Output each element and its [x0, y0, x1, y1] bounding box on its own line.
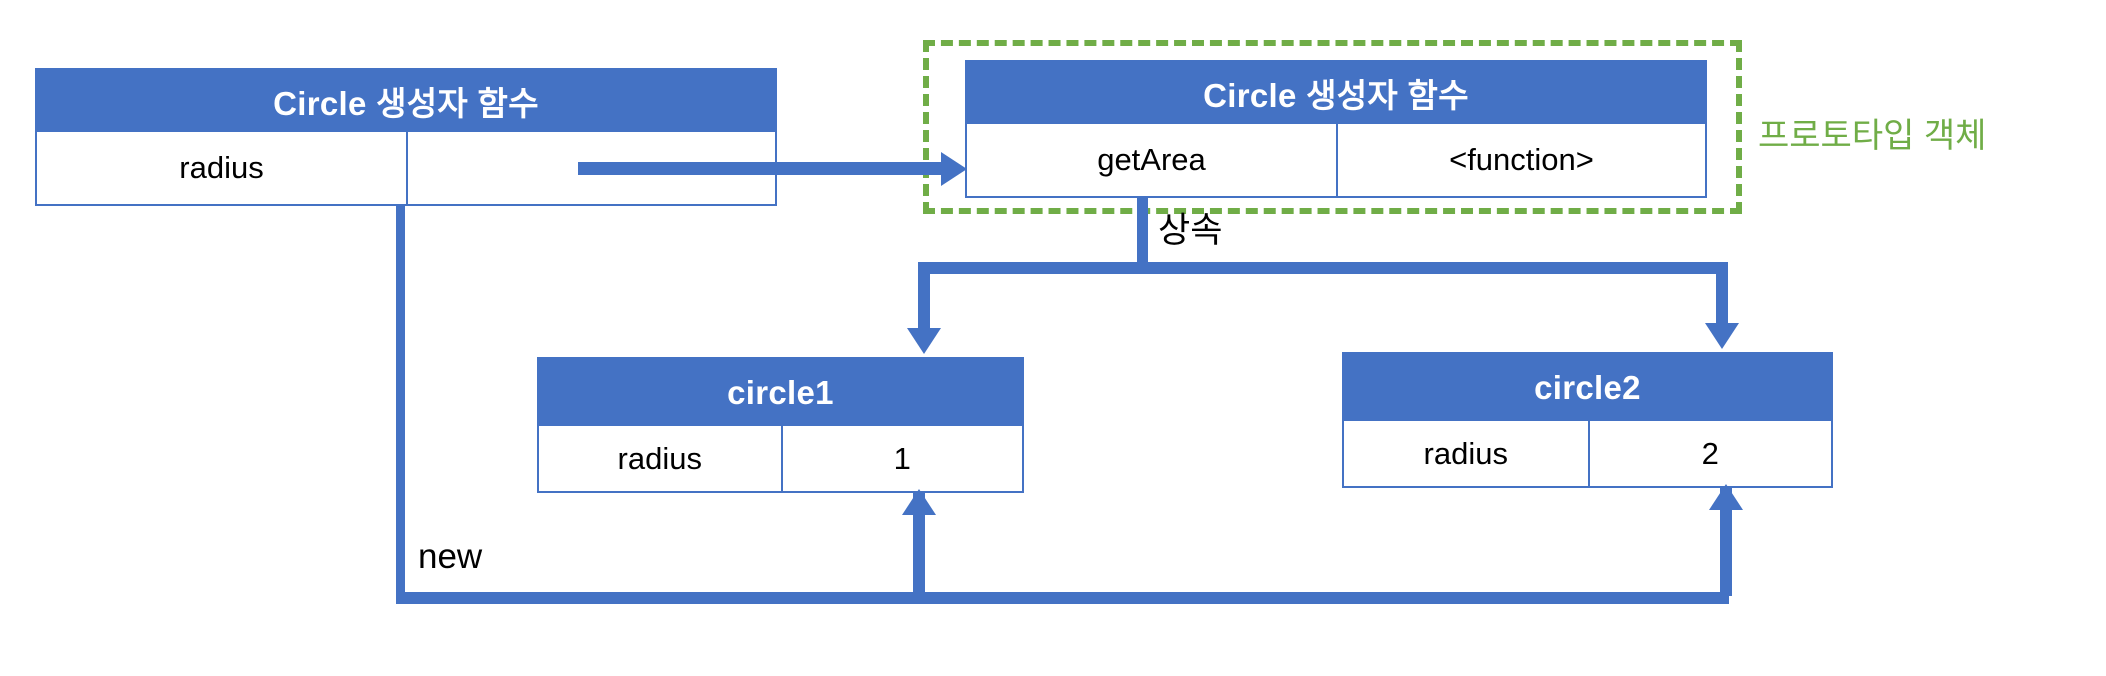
prototype-link-arrowhead-icon	[941, 152, 967, 186]
prototype-method-name: getArea	[967, 124, 1336, 196]
inheritance-horizontal-bar	[918, 262, 1728, 274]
prototype-method-value: <function>	[1336, 124, 1705, 196]
inheritance-label: 상속	[1158, 211, 1223, 250]
circle2-property-value: 2	[1587, 421, 1831, 486]
new-label: new	[418, 537, 483, 576]
circle2-instance-box-body: radius 2	[1344, 421, 1831, 486]
prototype-object-label: 프로토타입 객체	[1758, 117, 1987, 155]
new-link-bottom-bar	[396, 592, 1729, 604]
prototype-object-box[interactable]: Circle 생성자 함수 getArea <function>	[965, 60, 1707, 198]
circle2-property-name: radius	[1344, 421, 1588, 486]
inheritance-arrowhead-circle1-icon	[907, 328, 941, 354]
prototype-object-box-body: getArea <function>	[967, 124, 1705, 196]
inheritance-branch-right-line	[1716, 262, 1728, 332]
new-arrowhead-circle1-icon	[902, 489, 936, 515]
circle2-instance-box[interactable]: circle2 radius 2	[1342, 352, 1833, 488]
constructor-function-property-name: radius	[37, 132, 406, 204]
circle1-instance-box-body: radius 1	[539, 426, 1022, 491]
circle1-instance-box[interactable]: circle1 radius 1	[537, 357, 1024, 493]
prototype-object-box-header: Circle 생성자 함수	[967, 62, 1705, 124]
circle1-instance-box-header: circle1	[539, 359, 1022, 426]
inheritance-stem-line	[1137, 198, 1148, 268]
inheritance-branch-left-line	[918, 262, 930, 332]
new-link-riser-circle1	[913, 493, 925, 596]
new-link-vertical-line	[396, 204, 405, 600]
constructor-function-box-header: Circle 생성자 함수	[37, 70, 775, 132]
prototype-object-region	[923, 40, 1742, 214]
new-arrowhead-circle2-icon	[1709, 484, 1743, 510]
circle1-property-name: radius	[539, 426, 781, 491]
new-link-riser-circle2	[1720, 488, 1732, 596]
constructor-function-box[interactable]: Circle 생성자 함수 radius	[35, 68, 777, 206]
inheritance-arrowhead-circle2-icon	[1705, 323, 1739, 349]
prototype-link-arrow-shaft	[578, 162, 944, 175]
circle1-property-value: 1	[780, 426, 1022, 491]
circle2-instance-box-header: circle2	[1344, 354, 1831, 421]
